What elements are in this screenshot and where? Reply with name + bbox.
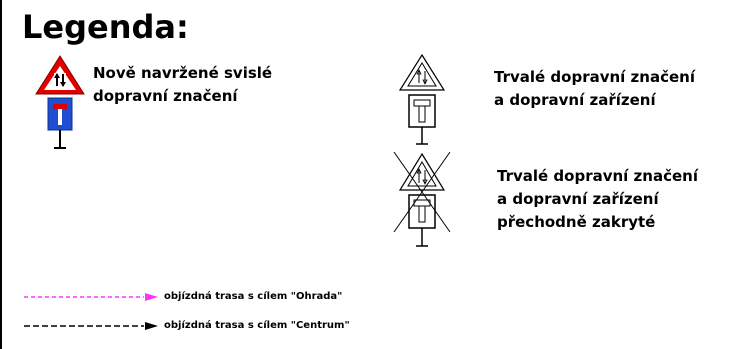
legend-title: Legenda:	[22, 8, 189, 46]
permanent-signs-label-line1: Trvalé dopravní značení	[494, 68, 695, 86]
new-signs-label-line2: dopravní značení	[93, 87, 238, 105]
dashed-arrow-magenta-icon	[24, 293, 158, 301]
dashed-arrow-black-icon	[24, 322, 158, 330]
covered-sign-icon	[393, 151, 451, 247]
route-ohrada-label: objízdná trasa s cílem "Ohrada"	[164, 291, 343, 302]
covered-signs-label-line1: Trvalé dopravní značení	[497, 167, 698, 185]
new-signs-label-line1: Nově navržené svislé	[93, 64, 273, 82]
permanent-sign-icon	[398, 53, 446, 145]
covered-signs-label-line2: a dopravní zařízení	[497, 190, 659, 208]
new-sign-icon	[35, 55, 85, 149]
route-centrum-label: objízdná trasa s cílem "Centrum"	[164, 320, 350, 331]
left-border-line	[0, 0, 2, 349]
covered-signs-label: Trvalé dopravní značení a dopravní zaříz…	[497, 165, 698, 234]
covered-signs-label-line3: přechodně zakryté	[497, 213, 656, 231]
route-centrum: objízdná trasa s cílem "Centrum"	[24, 318, 464, 334]
permanent-signs-label-line2: a dopravní zařízení	[494, 91, 656, 109]
route-ohrada: objízdná trasa s cílem "Ohrada"	[24, 289, 464, 305]
new-signs-label: Nově navržené svislé dopravní značení	[93, 62, 272, 108]
permanent-signs-label: Trvalé dopravní značení a dopravní zaříz…	[494, 66, 695, 112]
